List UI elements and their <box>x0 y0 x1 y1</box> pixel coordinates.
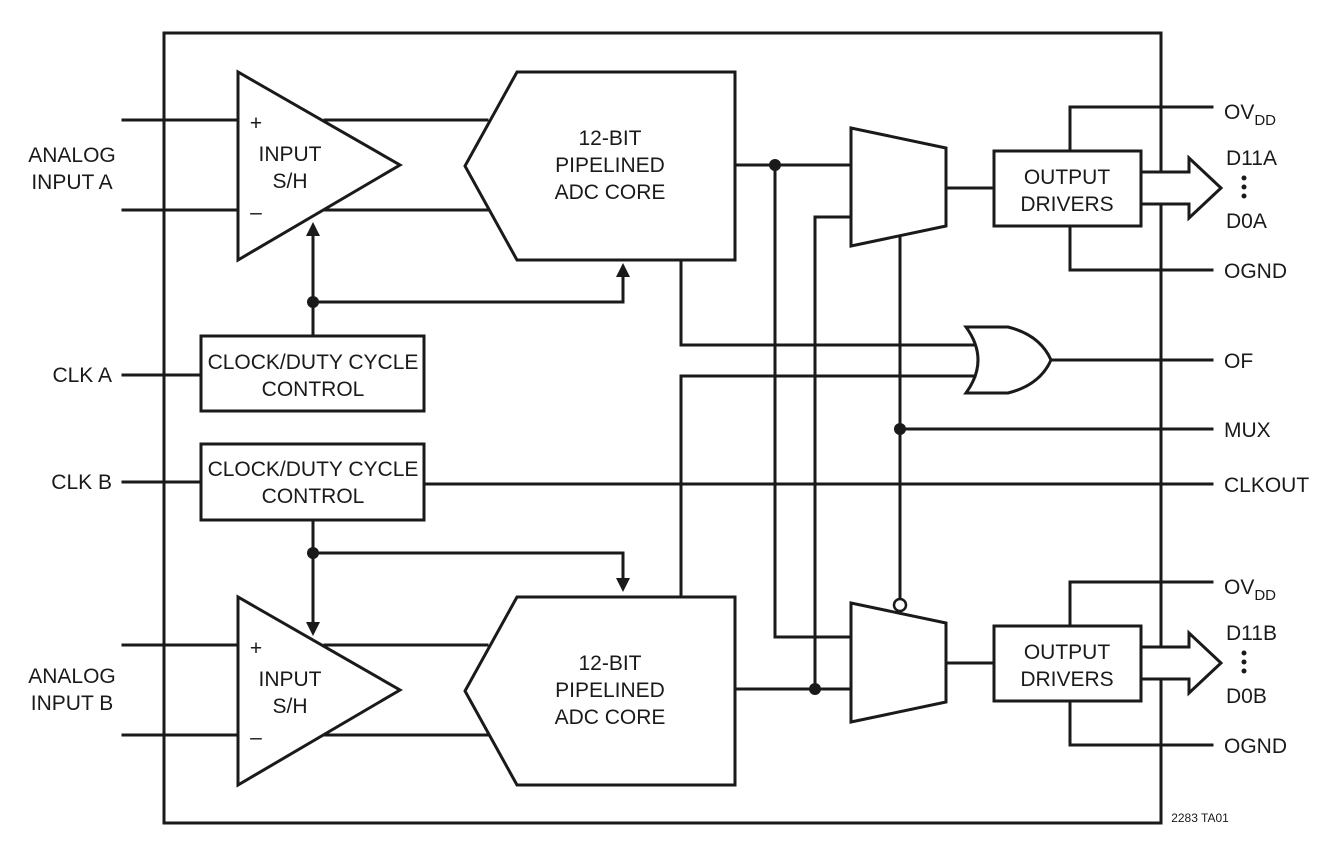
mux-a <box>849 126 948 248</box>
analog-input-b-label-line1: ANALOG <box>28 665 116 688</box>
ovdd-b-label: OVDD <box>1224 576 1276 604</box>
adc-core-b-label-line1: 12-BIT <box>578 652 641 675</box>
ognd-b-label: OGND <box>1224 735 1287 758</box>
sh-a-plus-sign: + <box>250 112 262 135</box>
analog-input-b-label-line2: INPUT B <box>31 692 113 715</box>
analog-input-a-label-line1: ANALOG <box>28 144 116 167</box>
d0a-label: D0A <box>1226 210 1267 233</box>
output-driver-a-label-line1: OUTPUT <box>1024 166 1111 189</box>
clock-control-a-label-line1: CLOCK/DUTY CYCLE <box>208 351 419 374</box>
sh-a-minus-sign: – <box>250 201 262 224</box>
overflow-or-gate <box>963 325 1053 395</box>
figure-id: 2283 TA01 <box>1171 811 1229 825</box>
of-label: OF <box>1224 350 1253 373</box>
sh-b-label-line2: S/H <box>272 695 307 718</box>
clk-b-to-sh-arrow <box>306 622 320 636</box>
clk-a-junction <box>307 296 319 308</box>
clk-a-to-sh-arrow <box>306 222 320 236</box>
clock-control-a-label-line2: CONTROL <box>262 378 365 401</box>
adc-core-b <box>463 595 737 787</box>
clk-a-to-adc-arrow <box>616 263 630 277</box>
clk-b-junction <box>307 547 319 559</box>
sh-b-label-line1: INPUT <box>259 668 322 691</box>
bus-a-ellipsis-dot3 <box>1241 193 1247 199</box>
d0b-label: D0B <box>1226 685 1267 708</box>
output-driver-b-label-line1: OUTPUT <box>1024 641 1111 664</box>
clock-control-b <box>199 442 426 522</box>
clock-control-a <box>199 334 426 413</box>
d11a-label: D11A <box>1226 147 1277 170</box>
output-driver-b-label-line2: DRIVERS <box>1020 668 1113 691</box>
clkout-label: CLKOUT <box>1224 474 1309 497</box>
adc-core-a-label-line2: PIPELINED <box>555 154 665 177</box>
adc-core-a-label-line1: 12-BIT <box>578 127 641 150</box>
adc-core-a <box>463 70 737 262</box>
clk-b-label: CLK B <box>51 471 112 494</box>
sh-b-plus-sign: + <box>250 637 262 660</box>
data-bus-b-arrow <box>1139 629 1224 697</box>
mux-label: MUX <box>1224 419 1271 442</box>
adc-core-b-label-line3: ADC CORE <box>555 706 666 729</box>
d11b-label: D11B <box>1226 622 1277 645</box>
mux-select-junction <box>894 423 906 435</box>
clock-control-b-label-line1: CLOCK/DUTY CYCLE <box>208 458 419 481</box>
output-driver-a <box>992 149 1143 228</box>
data-bus-a-arrow <box>1139 154 1224 222</box>
adc-core-b-label-line2: PIPELINED <box>555 679 665 702</box>
mux-b-invert-bubble <box>892 597 908 613</box>
analog-input-a-label-line2: INPUT A <box>31 171 112 194</box>
bus-b-ellipsis-dot2 <box>1241 659 1247 665</box>
sample-hold-b <box>236 594 403 788</box>
mux-b <box>849 601 948 724</box>
bus-b-ellipsis-dot3 <box>1241 668 1247 674</box>
adc-core-a-label-line3: ADC CORE <box>555 181 666 204</box>
ognd-a-label: OGND <box>1224 260 1287 283</box>
output-driver-a-label-line2: DRIVERS <box>1020 193 1113 216</box>
sh-b-minus-sign: – <box>250 726 262 749</box>
bus-b-ellipsis-dot1 <box>1241 650 1247 656</box>
clock-control-b-label-line2: CONTROL <box>262 485 365 508</box>
clk-a-label: CLK A <box>52 364 112 387</box>
bus-a-ellipsis-dot2 <box>1241 184 1247 190</box>
ovdd-a-label: OVDD <box>1224 101 1276 129</box>
sh-a-label-line2: S/H <box>272 170 307 193</box>
bus-a-ellipsis-dot1 <box>1241 175 1247 181</box>
clk-b-to-adc-arrow <box>616 578 630 592</box>
sample-hold-a <box>236 69 403 263</box>
sh-a-label-line1: INPUT <box>259 143 322 166</box>
